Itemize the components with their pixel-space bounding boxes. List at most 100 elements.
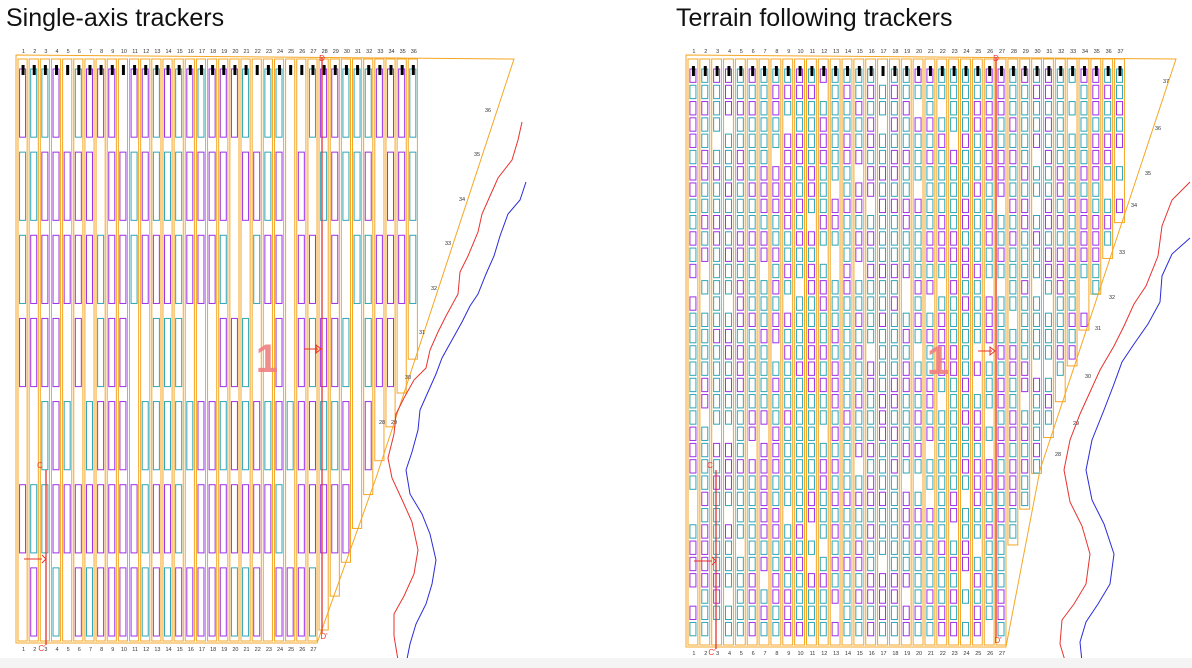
pv-module (1056, 166, 1064, 181)
pv-module (784, 280, 792, 295)
pv-module (950, 149, 958, 165)
pv-module (961, 442, 969, 458)
pv-module (724, 621, 732, 637)
top-column-number: 24 (963, 49, 969, 55)
tracker-row-outline (1054, 58, 1066, 403)
top-column-number: 2 (704, 49, 707, 55)
pv-module (796, 312, 804, 328)
pv-module (914, 621, 922, 637)
pv-module (1080, 133, 1088, 148)
pv-module (713, 182, 721, 197)
pv-module (1080, 117, 1088, 132)
pv-module (760, 328, 768, 344)
pv-module (807, 345, 815, 360)
pv-module (1056, 84, 1064, 100)
pv-module (1068, 101, 1076, 116)
pv-module (879, 296, 887, 311)
tracker-post (1035, 66, 1039, 76)
pv-module (938, 491, 946, 507)
section-label-d-prime: D' (994, 636, 1002, 645)
pv-module (1033, 133, 1041, 148)
pv-module (701, 459, 709, 474)
pv-module (985, 377, 993, 393)
tracker-post (952, 66, 956, 76)
pv-module (961, 231, 969, 246)
pv-module (772, 621, 780, 637)
pv-module (784, 166, 792, 181)
pv-module (879, 101, 887, 116)
pv-module (772, 182, 780, 197)
pv-module (713, 117, 721, 132)
top-column-number: 37 (1117, 49, 1123, 55)
pv-module (748, 605, 756, 621)
pv-module (914, 410, 922, 425)
pv-module (748, 573, 756, 588)
pv-module (997, 149, 1005, 165)
pv-module (297, 234, 305, 304)
tracker-row-outline (62, 58, 73, 642)
block-number-label: 1 (927, 339, 949, 383)
pv-module (74, 234, 82, 304)
pv-module (784, 215, 792, 230)
pv-module (1033, 312, 1041, 328)
pv-module (796, 410, 804, 425)
pv-module (831, 573, 839, 588)
pv-module (701, 84, 709, 100)
top-column-number: 2 (33, 49, 36, 55)
tracker-post (311, 65, 315, 75)
pv-module (890, 280, 898, 295)
pv-module (264, 484, 272, 554)
pv-module (1021, 442, 1029, 458)
pv-module (926, 426, 934, 441)
pv-module (41, 401, 49, 471)
tracker-row-outline (699, 58, 711, 646)
pv-module (843, 166, 851, 181)
pv-module (1056, 328, 1064, 344)
pv-module (985, 459, 993, 474)
tracker-post (411, 65, 415, 75)
pv-module (855, 605, 863, 621)
pv-module (855, 133, 863, 148)
top-column-number: 34 (1082, 49, 1088, 55)
pv-module (724, 280, 732, 295)
pv-module (748, 182, 756, 197)
pv-module (843, 231, 851, 246)
pv-module (1080, 198, 1088, 214)
pv-module (914, 247, 922, 262)
pv-module (879, 410, 887, 425)
pv-module (807, 540, 815, 555)
pv-module (926, 459, 934, 474)
pv-module (736, 361, 744, 376)
pv-module (320, 401, 328, 471)
pv-module (997, 247, 1005, 262)
pv-module (130, 567, 138, 637)
pv-module (938, 345, 946, 360)
pv-module (961, 247, 969, 262)
pv-module (997, 508, 1005, 523)
side-column-number: 32 (1109, 295, 1115, 301)
pv-module (130, 68, 138, 138)
pv-module (902, 621, 910, 637)
pv-module (1009, 459, 1017, 474)
pv-module (784, 394, 792, 409)
pv-module (938, 377, 946, 393)
pv-module (1033, 442, 1041, 458)
pv-module (997, 524, 1005, 539)
tracker-row-outline (140, 58, 151, 642)
pv-module (748, 524, 756, 539)
pv-module (353, 151, 361, 221)
pv-module (1009, 345, 1017, 360)
tracker-row-outline (853, 58, 865, 646)
tracker-row-outline (251, 58, 262, 642)
pv-module (985, 361, 993, 376)
pv-module (320, 151, 328, 221)
pv-module (197, 234, 205, 304)
pv-module (831, 491, 839, 507)
pv-module (736, 426, 744, 441)
pv-module (772, 263, 780, 279)
pv-module (807, 198, 815, 214)
pv-module (902, 182, 910, 197)
pv-module (879, 524, 887, 539)
top-column-number: 31 (355, 49, 361, 55)
pv-module (843, 475, 851, 490)
